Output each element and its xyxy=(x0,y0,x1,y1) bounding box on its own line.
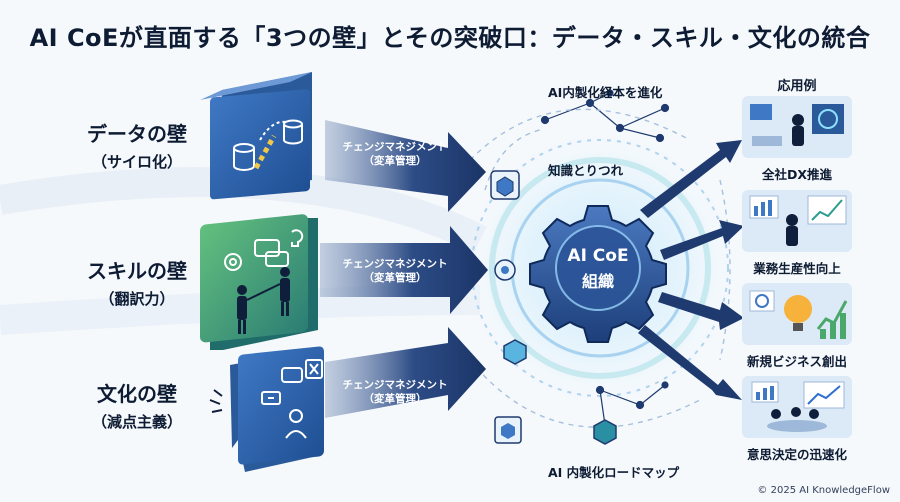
app-arrows xyxy=(638,140,744,400)
arrow-label-line2: （変革管理） xyxy=(363,155,427,167)
hub-label: AI CoE 組織 xyxy=(548,246,648,292)
wall-label-skill: スキルの壁 （翻訳力） xyxy=(72,255,202,309)
arrow-culture xyxy=(325,327,486,418)
data-wall-panel xyxy=(200,72,312,200)
arrow-label-skill: チェンジマネジメント （変革管理） xyxy=(336,257,454,285)
hub-gear xyxy=(529,205,667,343)
applications-heading: 応用例 xyxy=(777,79,817,94)
wall-sub: （サイロ化） xyxy=(91,153,182,171)
app-illustrations xyxy=(742,96,852,438)
wall-name: データの壁 xyxy=(87,122,187,146)
arrow-label-culture: チェンジマネジメント （変革管理） xyxy=(336,378,454,406)
flow-swirls xyxy=(469,108,731,428)
page-title: AI CoEが直面する「3つの壁」とその突破口：データ・スキル・文化の統合 xyxy=(29,24,871,52)
app-label-new-business: 新規ビジネス創出 xyxy=(746,354,847,369)
hub-line1: AI CoE xyxy=(567,246,629,266)
flow-label-knowledge: 知識とりつれ xyxy=(548,163,624,178)
arrow-skill xyxy=(320,226,488,314)
wall-label-data: データの壁 （サイロ化） xyxy=(72,118,202,172)
culture-wall-panel xyxy=(209,346,324,472)
arrow-data xyxy=(325,120,486,212)
credit-text: © 2025 AI KnowledgeFlow xyxy=(757,485,890,496)
wall-label-culture: 文化の壁 （減点主義） xyxy=(72,378,202,432)
app-label-dx: 全社DX推進 xyxy=(761,167,832,182)
flow-label-top: AI内製化経本を進化 xyxy=(548,85,663,100)
wall-sub: （減点主義） xyxy=(91,413,182,431)
arrow-label-line1: チェンジマネジメント xyxy=(342,141,448,153)
arrow-label-data: チェンジマネジメント （変革管理） xyxy=(336,140,454,168)
wall-sub: （翻訳力） xyxy=(99,290,175,308)
hub-line2: 組織 xyxy=(581,272,614,291)
skill-wall-panel xyxy=(200,214,318,350)
arrow-label-line2: （変革管理） xyxy=(363,272,427,284)
app-label-decision: 意思決定の迅速化 xyxy=(746,447,847,462)
app-label-productivity: 業務生産性向上 xyxy=(753,261,841,276)
cube-nodes xyxy=(490,170,617,445)
network-graph-top xyxy=(540,89,670,143)
arrow-label-line1: チェンジマネジメント xyxy=(342,258,448,270)
arrow-label-line2: （変革管理） xyxy=(363,393,427,405)
flow-label-bottom: AI 内製化ロードマップ xyxy=(548,465,680,480)
wall-name: スキルの壁 xyxy=(87,259,187,283)
arrow-label-line1: チェンジマネジメント xyxy=(342,379,448,391)
wall-name: 文化の壁 xyxy=(97,382,177,406)
